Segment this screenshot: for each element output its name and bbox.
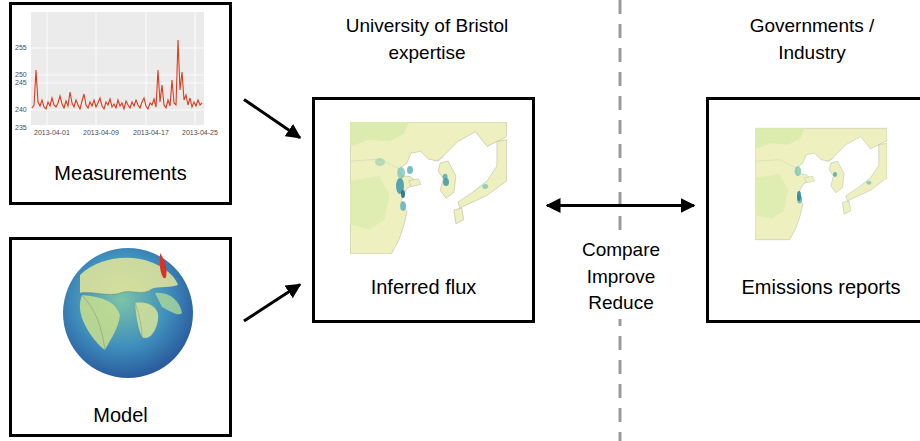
- time-series-chart-part-part: [31, 83, 204, 84]
- globe-illustration-part-part: [135, 303, 142, 337]
- inferred-flux-map-part: [407, 166, 413, 174]
- axis-tick-label: 2013-04-09: [83, 129, 119, 136]
- axis-tick-label: 240: [15, 106, 27, 113]
- time-series-chart-part-part: [195, 12, 196, 125]
- globe-illustration-part: [63, 248, 193, 378]
- axis-tick-label: 2013-04-17: [133, 129, 169, 136]
- time-series-chart-part-part: [146, 12, 147, 125]
- model-box: Model: [9, 237, 232, 437]
- axis-tick-label: 235: [15, 124, 27, 131]
- connector-arrow: [244, 285, 300, 321]
- measurements-box: Measurements: [9, 2, 232, 205]
- axis-tick-label: 2013-04-01: [34, 129, 70, 136]
- column-heading: Governments / Industry: [732, 13, 892, 66]
- time-series-chart-part: [31, 12, 204, 125]
- globe-illustration-part: [80, 291, 148, 350]
- globe-illustration: [60, 245, 196, 381]
- box-label: Measurements: [12, 160, 229, 186]
- globe-illustration-part: [80, 295, 120, 350]
- box-label: Emissions reports: [709, 274, 920, 300]
- emissions-reports-box: Governments / IndustryEmissions reports: [706, 97, 920, 323]
- column-heading: University of Bristol expertise: [312, 13, 542, 66]
- reported-emissions-map-part: [797, 191, 801, 201]
- inferred-flux-map-part: [375, 158, 385, 166]
- divider-line: [619, 0, 622, 441]
- axis-tick-label: 2013-04-25: [182, 129, 218, 136]
- inferred-flux-map-part: [350, 122, 506, 254]
- inferred-flux-map-part: [401, 190, 405, 198]
- reported-emissions-map-part: [755, 128, 887, 239]
- axis-tick-label: 255: [15, 44, 27, 51]
- inferred-flux-box: University of Bristol expertiseInferred …: [312, 97, 535, 323]
- globe-illustration-part: [135, 303, 158, 338]
- globe-illustration-part-part: [82, 295, 105, 350]
- connector-label: Compare Improve Reduce: [569, 235, 673, 319]
- box-label: Inferred flux: [315, 274, 532, 300]
- time-series-chart-part: [32, 40, 202, 109]
- reported-emissions-map: [755, 122, 887, 246]
- axis-tick-label: 250: [15, 71, 27, 78]
- connector-arrow: [244, 99, 300, 137]
- globe-illustration-part: [155, 293, 182, 315]
- time-series-chart-part: [31, 12, 204, 125]
- globe-illustration-part: [160, 253, 167, 278]
- box-label: Model: [12, 402, 229, 428]
- time-series-chart-part-part: [31, 110, 204, 111]
- time-series-chart: [26, 10, 206, 135]
- axis-tick-label: 245: [15, 79, 27, 86]
- inferred-flux-map: [350, 122, 507, 254]
- time-series-chart-part-part: [31, 75, 204, 76]
- globe-illustration-part-part: [80, 291, 148, 294]
- inferred-flux-map-part: [443, 178, 449, 186]
- connector-arrow: [547, 204, 694, 207]
